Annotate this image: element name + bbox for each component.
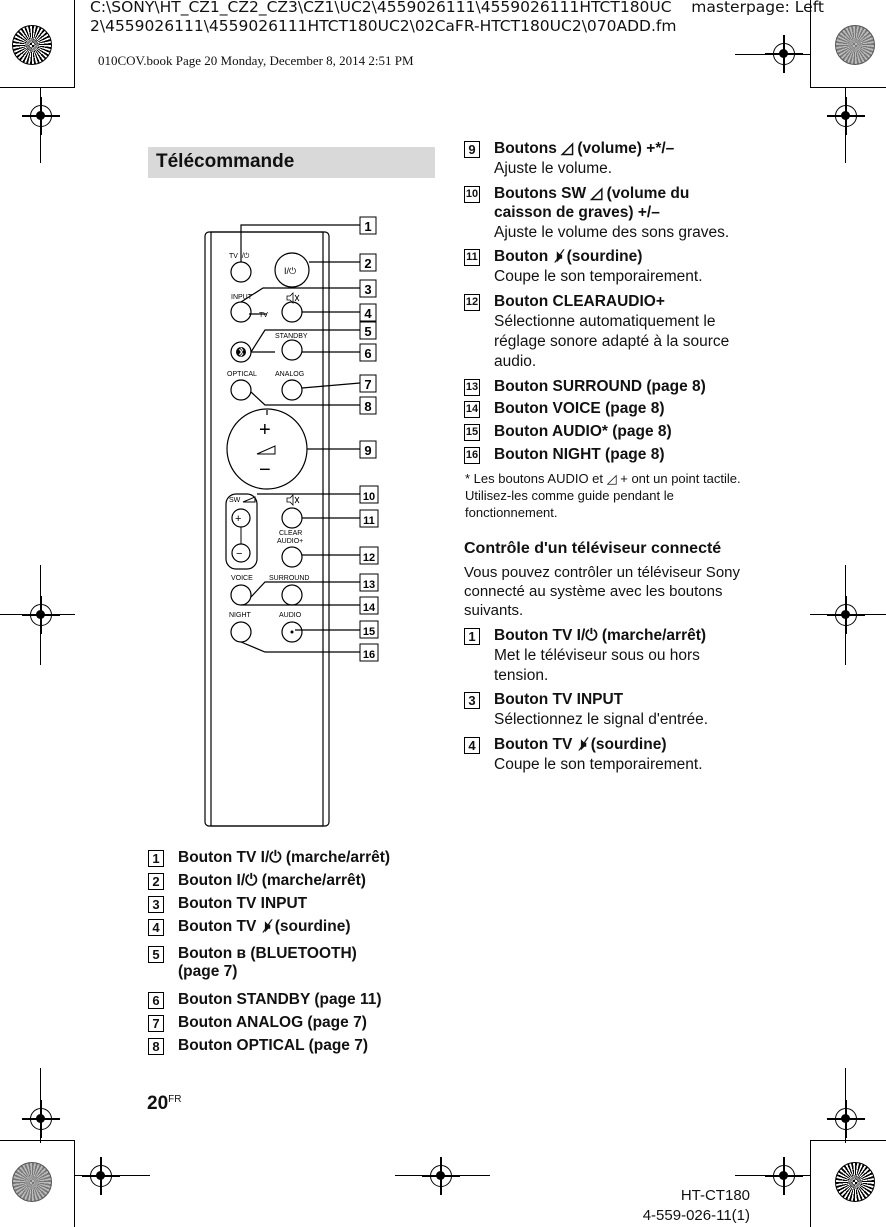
svg-text:12: 12 [363,552,375,564]
callout-3: 3 [359,279,377,298]
model-info: HT-CT180 4-559-026-11(1) [600,1186,750,1226]
svg-text:1: 1 [364,219,371,234]
volume-icon [242,445,276,503]
remote-label-minus: − [259,459,271,481]
registration-mark-icon [827,596,865,634]
svg-text:15: 15 [363,626,375,638]
callout-11: 11 [359,509,379,528]
callout-13: 13 [359,573,379,592]
registration-mark-icon [22,596,60,634]
callout-9: 9 [359,440,377,459]
callout-8: 8 [359,396,377,415]
remote-label-plus: + [259,419,271,441]
remote-control-illustration: TV I/⏻ I/⏻ INPUT TV STANDBY OPTICAL ANAL… [204,216,379,827]
callout-4: 4 [359,303,377,322]
remote-label-audio-plus: AUDIO+ [277,538,303,545]
remote-label-analog: ANALOG [275,371,304,378]
registration-star-icon [835,25,875,65]
remote-label-optical: OPTICAL [227,371,257,378]
registration-mark-icon [422,1157,460,1195]
page-number: 20FR [147,1093,182,1114]
svg-text:9: 9 [364,443,371,458]
callout-5: 5 [359,321,377,340]
callout-14: 14 [359,596,379,615]
svg-text:10: 10 [363,491,375,503]
remote-label-night: NIGHT [229,612,252,619]
callout-1: 1 [359,216,377,235]
remote-label-tv-power: TV I/⏻ [229,252,250,260]
registration-mark-icon [827,97,865,135]
footnote: * Les boutons AUDIO et ◿ + ont un point … [465,471,741,520]
remote-label-standby: STANDBY [275,333,308,340]
svg-text:11: 11 [363,515,375,527]
callout-2: 2 [359,253,377,272]
callout-6: 6 [359,343,377,362]
svg-text:13: 13 [363,579,375,591]
remote-label-power: I/⏻ [284,266,296,276]
callout-15: 15 [359,620,379,639]
remote-label-sw: SW [229,497,241,504]
section-title-bar: Télécommande [148,147,435,178]
remote-label-audio: AUDIO [279,612,302,619]
remote-label-surround: SURROUND [269,575,309,582]
section-title: Télécommande [156,151,295,172]
remote-label-clear: CLEAR [279,530,302,537]
registration-star-icon [12,25,52,65]
file-path-header: C:\SONY\HT_CZ1_CZ2_CZ3\CZ1\UC2\455902611… [90,0,824,35]
remote-label-tv: TV [259,312,268,319]
tv-section-intro: Vous pouvez contrôler un téléviseur Sony… [464,564,740,619]
svg-text:2: 2 [364,256,371,271]
callout-10: 10 [359,485,379,504]
callout-7: 7 [359,374,377,393]
registration-star-icon [12,1162,52,1202]
book-info-line: 010COV.book Page 20 Monday, December 8, … [98,53,414,68]
sw-plus-sign: + [235,513,241,525]
registration-mark-icon [765,1157,803,1195]
svg-text:14: 14 [363,602,376,614]
registration-star-icon [835,1162,875,1202]
part-number: 4-559-026-11(1) [642,1207,750,1224]
svg-text:16: 16 [363,649,375,661]
registration-mark-icon [22,1100,60,1138]
model-name: HT-CT180 [680,1187,750,1204]
bluetooth-icon [236,347,246,357]
svg-text:7: 7 [364,377,371,392]
registration-mark-icon [82,1157,120,1195]
tv-section-heading: Contrôle d'un téléviseur connecté [464,540,722,557]
svg-text:3: 3 [364,282,371,297]
callout-12: 12 [359,546,379,565]
svg-text:4: 4 [364,306,372,321]
remote-label-input: INPUT [231,294,253,301]
svg-text:5: 5 [364,324,371,339]
callout-16: 16 [359,643,379,662]
registration-mark-icon [22,97,60,135]
registration-mark-icon [765,35,803,73]
registration-mark-icon [827,1100,865,1138]
svg-text:8: 8 [364,399,371,414]
mute-icon [286,292,300,506]
svg-text:6: 6 [364,346,371,361]
tactile-dot [290,630,294,634]
sw-minus-sign: − [236,548,242,560]
remote-label-voice: VOICE [231,575,253,582]
